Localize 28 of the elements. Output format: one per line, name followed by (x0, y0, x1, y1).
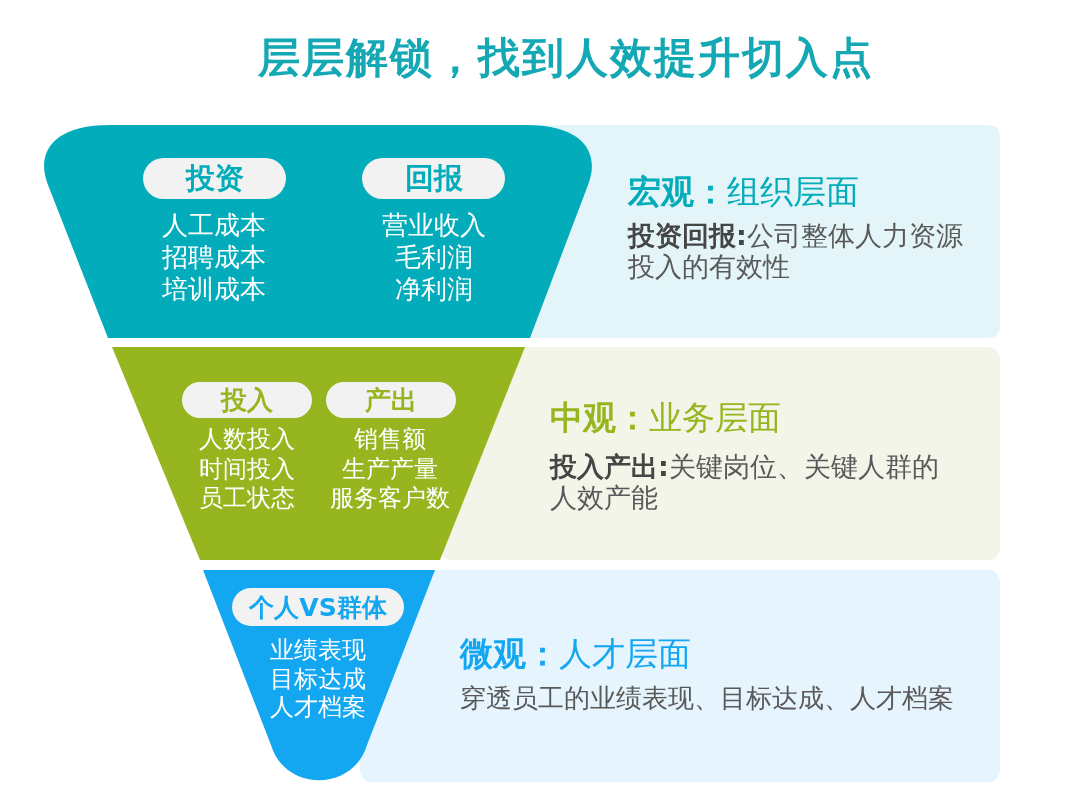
category-pill: 回报 (362, 158, 505, 199)
description-text: 投入产出:关键岗位、关键人群的人效产能 (550, 451, 940, 513)
description-text: 穿透员工的业绩表现、目标达成、人才档案 (460, 683, 955, 714)
list-item: 毛利润 (395, 241, 473, 273)
info-panel (530, 125, 1000, 338)
list-item: 培训成本 (162, 273, 266, 305)
list-item: 营业收入 (382, 209, 486, 241)
category-pill: 产出 (326, 382, 456, 418)
list-item: 人才档案 (270, 693, 366, 722)
category-pill: 投入 (182, 382, 312, 418)
list-item: 净利润 (395, 273, 473, 305)
category-pill: 个人VS群体 (232, 588, 404, 626)
category-pill: 投资 (143, 158, 286, 199)
level-heading: 中观：业务层面 (550, 399, 781, 437)
title: 层层解锁，找到人效提升切入点 (258, 33, 874, 83)
list-item: 招聘成本 (162, 241, 266, 273)
list-item: 销售额 (354, 425, 426, 455)
list-item: 员工状态 (199, 484, 295, 514)
list-item: 生产产量 (342, 454, 438, 484)
list-item: 服务客户数 (330, 484, 450, 514)
list-item: 时间投入 (199, 454, 295, 484)
level-heading: 微观：人才层面 (460, 635, 691, 673)
list-item: 人数投入 (199, 425, 295, 455)
list-item: 目标达成 (270, 664, 366, 693)
description-text: 投资回报:公司整体人力资源投入的有效性 (628, 220, 964, 282)
list-item: 人工成本 (162, 209, 266, 241)
level-heading: 宏观：组织层面 (628, 173, 859, 211)
list-item: 业绩表现 (270, 636, 366, 665)
